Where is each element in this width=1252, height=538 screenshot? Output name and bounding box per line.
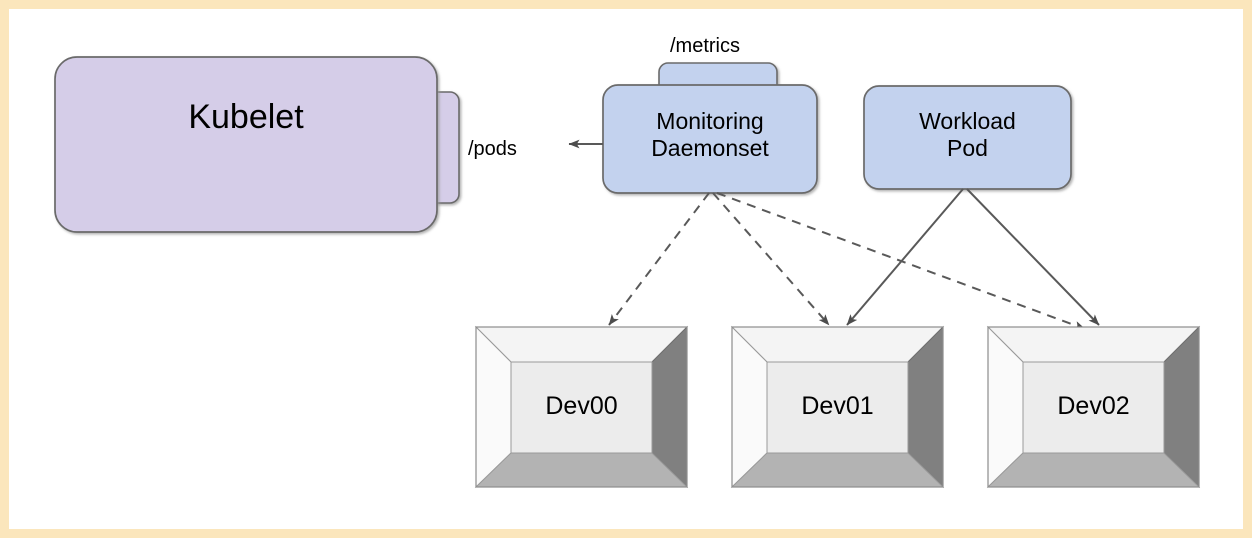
diagram-svg-layer [54,56,1201,489]
edge-workload-to-dev01 [846,188,964,326]
pods-edge-label: /pods [468,138,517,160]
kubelet-shape[interactable] [54,56,438,233]
dev00-shape[interactable] [474,325,689,489]
dev02-shape[interactable] [986,325,1201,489]
metrics-edge-label: /metrics [670,35,740,57]
dev01-shape[interactable] [730,325,945,489]
monitoring-daemonset-shape[interactable] [602,84,818,194]
edge-daemonset-to-dev00 [608,192,710,326]
workload-pod-shape[interactable] [863,85,1072,190]
edge-workload-to-dev02 [966,188,1100,326]
diagram-inner-surface: Kubelet Monitoring Daemonset Workload Po… [9,9,1243,529]
edge-daemonset-to-dev01 [712,192,830,326]
